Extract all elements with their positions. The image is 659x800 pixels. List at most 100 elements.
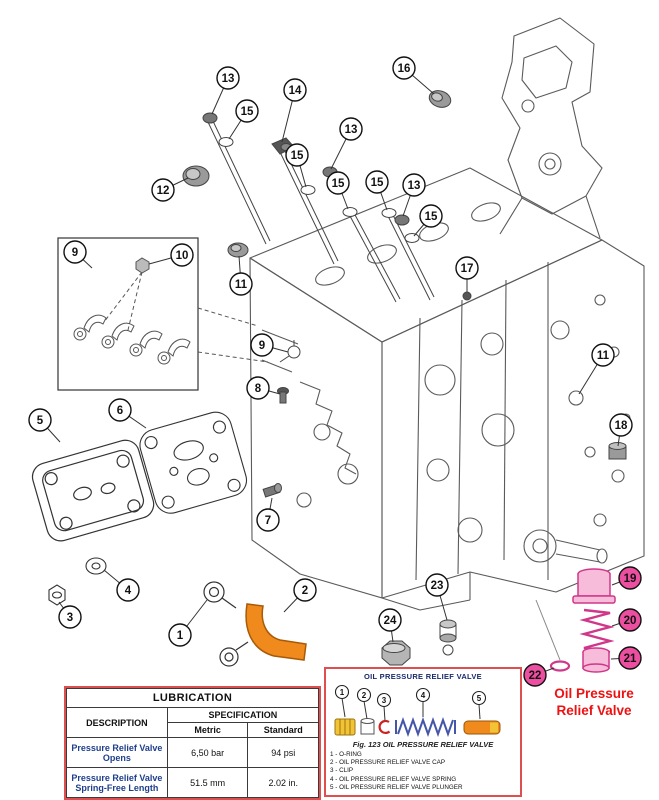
inset-oring-part (334, 718, 356, 736)
callout-8: 8 (246, 376, 281, 400)
washer-part (404, 233, 420, 243)
grommet-part (202, 112, 218, 124)
relief-valve-inset: OIL PRESSURE RELIEF VALVE (324, 667, 522, 797)
svg-text:14: 14 (289, 85, 302, 97)
callout-9: 9 (250, 333, 289, 357)
svg-text:15: 15 (241, 106, 254, 118)
valve-plug-part (439, 619, 457, 629)
svg-text:12: 12 (157, 185, 170, 197)
table-row: Pressure Relief Valve Opens 6,50 bar 94 … (66, 737, 319, 768)
svg-text:10: 10 (176, 250, 189, 262)
callout-13: 13 (402, 173, 426, 217)
col-header-metric: Metric (166, 722, 249, 738)
spec-description: Pressure Relief Valve Opens (66, 737, 168, 768)
nut-part (48, 584, 66, 606)
svg-text:3: 3 (67, 612, 73, 624)
annotation-line-1: Oil Pressure (554, 686, 634, 701)
callout-18: 18 (609, 413, 633, 447)
col-header-description: DESCRIPTION (66, 707, 168, 738)
spec-description: Pressure Relief Valve Spring-Free Length (66, 767, 168, 798)
inset-title: OIL PRESSURE RELIEF VALVE (364, 672, 482, 681)
annotation-line-2: Relief Valve (556, 702, 632, 718)
callout-9: 9 (63, 240, 93, 269)
inset-cap-part (360, 718, 375, 735)
inset-legend: 1 - O-RING 2 - OIL PRESSURE RELIEF VALVE… (330, 751, 516, 792)
plug-parts (182, 90, 627, 666)
legend-line-4: 4 - OIL PRESSURE RELIEF VALVE SPRING (330, 775, 457, 783)
svg-text:9: 9 (259, 340, 265, 352)
callout-15: 15 (326, 171, 350, 210)
svg-text:15: 15 (332, 178, 345, 190)
callout-12: 12 (151, 177, 189, 202)
callout-5: 5 (28, 408, 61, 443)
svg-text:20: 20 (624, 615, 637, 627)
callout-13: 13 (211, 66, 240, 115)
callout-6: 6 (108, 398, 147, 429)
svg-text:7: 7 (265, 515, 271, 527)
stud-washer-parts (202, 112, 435, 303)
callout-11: 11 (578, 343, 615, 395)
callout-19: 19 (611, 566, 642, 590)
callout-15: 15 (365, 170, 389, 211)
legend-line-3: 3 - CLIP (330, 767, 354, 775)
pin-part (462, 291, 472, 301)
clamp-part (287, 345, 301, 359)
svg-text:17: 17 (461, 263, 474, 275)
callout-4: 4 (103, 569, 140, 602)
callout-14: 14 (281, 78, 307, 143)
table-row: Pressure Relief Valve Spring-Free Length… (66, 767, 319, 798)
washer-part (342, 207, 358, 217)
callout-22: 22 (523, 663, 555, 687)
nozzle-box (57, 237, 269, 391)
callout-15: 15 (285, 143, 309, 188)
inset-caption: Fig. 123 OIL PRESSURE RELIEF VALVE (352, 740, 494, 749)
svg-text:13: 13 (345, 124, 358, 136)
relief-valve-parts (535, 568, 616, 673)
callout-21: 21 (610, 646, 642, 670)
engine-block-art (249, 167, 645, 611)
grommet-part (394, 214, 410, 226)
svg-text:15: 15 (425, 211, 438, 223)
oil-pressure-relief-valve-label: Oil Pressure Relief Valve (534, 686, 654, 720)
svg-text:13: 13 (222, 73, 235, 85)
inset-callout-4: 4 (415, 687, 431, 703)
callout-17: 17 (455, 256, 479, 292)
inset-callout-1: 1 (334, 684, 350, 700)
svg-text:15: 15 (291, 150, 304, 162)
elbow-hose (245, 603, 307, 661)
inset-figure: 1 2 3 4 5 (334, 684, 501, 737)
svg-text:22: 22 (529, 670, 542, 682)
washer-part (300, 185, 316, 195)
svg-text:1: 1 (177, 630, 184, 642)
callout-10: 10 (148, 243, 194, 267)
svg-text:11: 11 (597, 350, 610, 362)
callout-7: 7 (256, 497, 280, 532)
callout-20: 20 (611, 608, 642, 632)
svg-text:24: 24 (384, 615, 397, 627)
svg-text:5: 5 (477, 694, 482, 703)
svg-text:15: 15 (371, 177, 384, 189)
svg-text:4: 4 (125, 585, 132, 597)
washer-nut-parts (48, 557, 107, 606)
callout-1: 1 (168, 599, 208, 647)
inset-clip-part (378, 719, 391, 735)
svg-text:19: 19 (624, 573, 637, 585)
nut-part (135, 257, 150, 274)
spec-standard: 2.02 in. (247, 767, 319, 798)
callout-11: 11 (229, 255, 253, 296)
svg-text:6: 6 (117, 405, 123, 417)
washer-part (218, 137, 234, 147)
inset-callout-3: 3 (376, 692, 392, 708)
svg-text:21: 21 (624, 653, 637, 665)
svg-text:5: 5 (37, 415, 44, 427)
svg-text:16: 16 (398, 63, 411, 75)
lifting-bracket-art (499, 17, 603, 239)
svg-text:8: 8 (255, 383, 262, 395)
relief-valve-plunger (582, 647, 610, 673)
callout-23: 23 (425, 573, 449, 621)
col-header-specification: SPECIFICATION (166, 707, 320, 723)
lubrication-table-frame: LUBRICATION DESCRIPTION SPECIFICATION Me… (64, 686, 321, 800)
col-header-standard: Standard (247, 722, 319, 738)
